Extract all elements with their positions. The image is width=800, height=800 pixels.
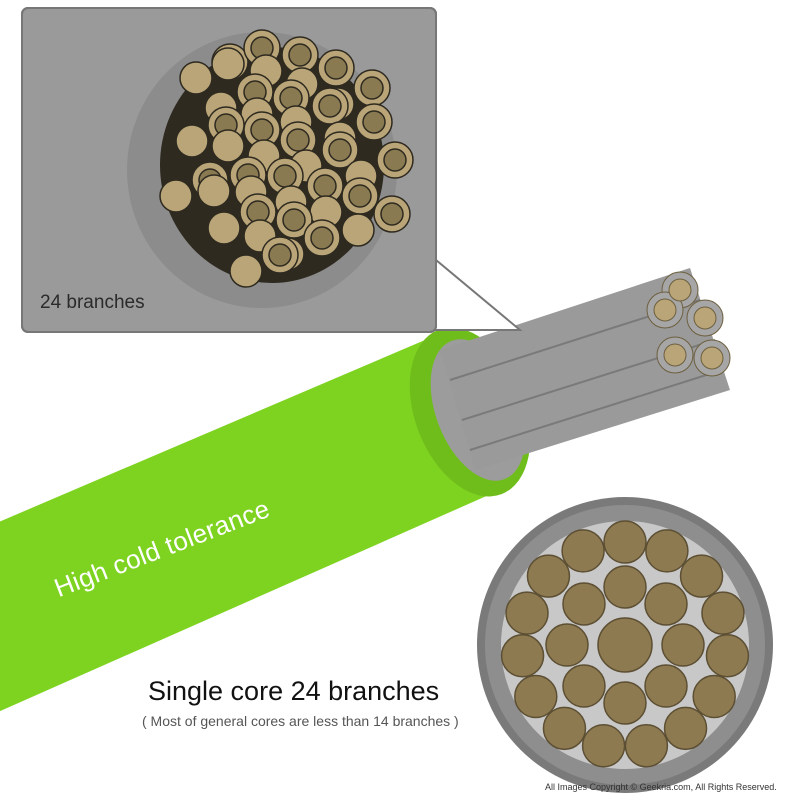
strand-hole [268,243,292,267]
center-strand [597,617,653,673]
outer-strand [581,723,626,768]
strand-hole [383,148,407,172]
strand-tube [197,174,231,208]
inner-strand [603,681,647,725]
strand-hole [286,128,310,152]
strand-hole [313,174,337,198]
cross-section-strands [500,520,750,768]
strand-hole [273,164,297,188]
strand-tube [159,179,193,213]
sub-title: ( Most of general cores are less than 14… [142,713,459,729]
outer-strand [500,634,545,678]
strand-tips [646,271,731,377]
callout-strands [159,29,414,288]
inner-strand [562,664,606,708]
strand-tube [211,47,245,81]
outer-strand [701,591,745,635]
strand-hole [380,202,404,226]
callout-label: 24 branches [40,292,145,313]
outer-strand [603,520,647,564]
strand-hole [288,43,312,67]
strand-hole [348,184,372,208]
strand-tube [175,124,209,158]
outer-strand [645,529,689,573]
outer-strand [705,634,750,678]
outer-strand [505,591,549,635]
strand-tube [179,61,213,95]
outer-strand [542,706,587,751]
strand-hole [310,226,334,250]
strand-hole [282,208,306,232]
outer-strand [561,529,605,573]
inner-strand [562,582,606,626]
outer-strand [526,554,571,598]
strand-hole [250,118,274,142]
inner-strand [661,623,705,667]
inner-strand [545,623,589,667]
strand-hole [362,110,386,134]
inner-strand [644,664,688,708]
outer-strand [624,723,669,768]
outer-strand [692,674,736,719]
strand-hole [324,56,348,80]
strand-tube [341,213,375,247]
outer-strand [679,554,724,598]
inner-strand [603,565,647,609]
strand-hole [360,76,384,100]
outer-strand [514,674,558,719]
main-title: Single core 24 branches [148,676,440,706]
outer-strand [663,706,708,751]
strand-tube [211,129,245,163]
strand-hole [328,138,352,162]
strand-tube [229,254,263,288]
inner-strand [644,582,688,626]
strand-hole [318,94,342,118]
strand-tube [207,211,241,245]
copyright-notice: All Images Copyright © Geekria.com, All … [545,782,777,792]
